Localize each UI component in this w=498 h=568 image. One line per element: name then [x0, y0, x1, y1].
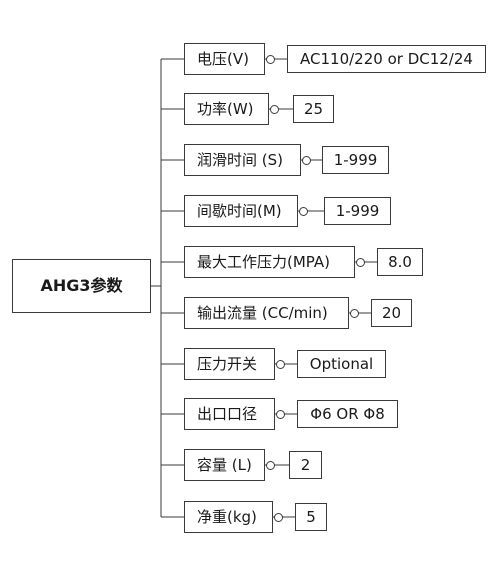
connector-dot	[356, 258, 365, 267]
connector-dot	[350, 309, 359, 318]
value-node: 1-999	[322, 146, 389, 174]
value-label: 25	[303, 99, 324, 118]
value-node: 5	[295, 503, 327, 531]
root-node: AHG3参数	[12, 259, 151, 313]
param-node: 压力开关	[184, 348, 275, 380]
value-node: 20	[371, 299, 412, 327]
param-label: 电压(V)	[197, 49, 249, 68]
connector-dot	[270, 105, 279, 114]
connector-dot	[266, 461, 275, 470]
param-label: 间歇时间(M)	[197, 201, 282, 220]
value-node: 1-999	[324, 197, 391, 225]
param-node: 间歇时间(M)	[184, 195, 298, 227]
param-label: 压力开关	[197, 354, 258, 373]
value-node: 8.0	[377, 248, 423, 276]
root-label: AHG3参数	[40, 276, 123, 295]
param-node: 净重(kg)	[184, 501, 273, 533]
param-label: 润滑时间 (S)	[197, 150, 283, 169]
param-label: 功率(W)	[197, 99, 254, 118]
param-node: 容量 (L)	[184, 449, 265, 481]
param-node: 出口口径	[184, 398, 275, 430]
value-label: Φ6 OR Φ8	[310, 404, 385, 423]
value-label: Optional	[309, 354, 374, 373]
connector-dot	[276, 410, 285, 419]
param-node: 润滑时间 (S)	[184, 144, 301, 176]
connector-dot	[276, 360, 285, 369]
value-label: 20	[381, 303, 402, 322]
connector-dot	[266, 55, 275, 64]
value-node: Optional	[297, 350, 386, 378]
value-label: 1-999	[333, 150, 378, 169]
value-label: AC110/220 or DC12/24	[300, 49, 473, 68]
value-node: Φ6 OR Φ8	[297, 400, 398, 428]
param-node: 功率(W)	[184, 93, 269, 125]
param-node: 输出流量 (CC/min)	[184, 297, 349, 329]
connector-dot	[274, 513, 283, 522]
value-label: 1-999	[335, 201, 380, 220]
param-label: 出口口径	[197, 404, 258, 423]
param-label: 最大工作压力(MPA)	[197, 252, 330, 271]
value-label: 8.0	[388, 252, 412, 271]
value-label: 5	[306, 507, 316, 526]
param-node: 电压(V)	[184, 43, 265, 75]
value-label: 2	[300, 455, 311, 474]
value-node: 2	[289, 451, 322, 479]
param-node: 最大工作压力(MPA)	[184, 246, 355, 278]
param-label: 容量 (L)	[197, 455, 252, 474]
param-label: 净重(kg)	[197, 507, 257, 526]
value-node: AC110/220 or DC12/24	[287, 45, 486, 73]
param-label: 输出流量 (CC/min)	[197, 303, 328, 322]
value-node: 25	[293, 95, 334, 123]
connector-dot	[299, 207, 308, 216]
connector-dot	[302, 156, 311, 165]
